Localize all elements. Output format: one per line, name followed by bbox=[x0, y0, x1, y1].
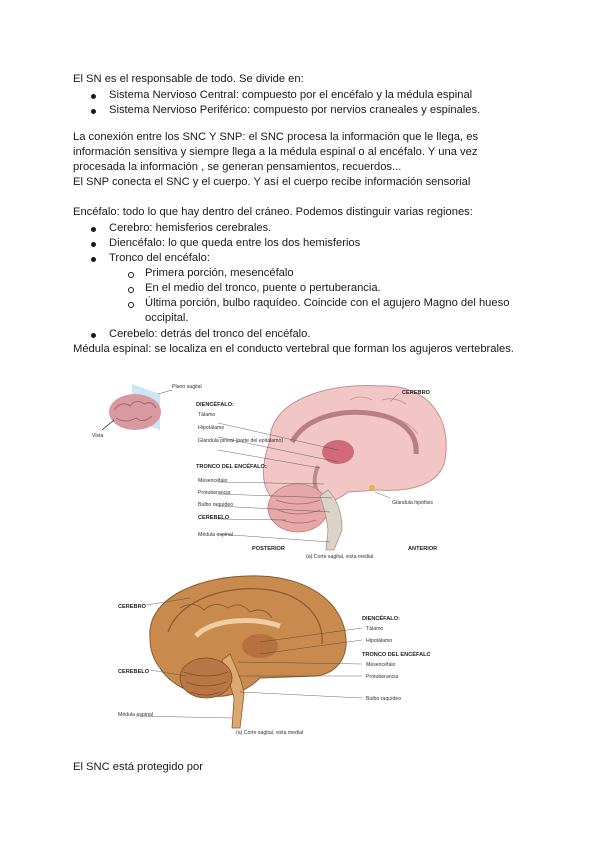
label-diencefalo: DIENCÉFALO: bbox=[196, 400, 234, 408]
figure2-caption: (a) Corte sagital, vista medial bbox=[236, 730, 303, 736]
figure1-caption: (a) Corte sagital, vista medial bbox=[306, 554, 373, 560]
label-mesencefalo: Mesencéfalo bbox=[198, 478, 228, 484]
connection-line-4: El SNP conecta el SNC y el cuerpo. Y así… bbox=[73, 176, 471, 188]
bullet-dot bbox=[91, 94, 96, 99]
medula-line: Médula espinal: se localiza en el conduc… bbox=[73, 343, 514, 355]
sub-bullet-ring bbox=[128, 302, 134, 308]
bullet-tronco: Tronco del encéfalo: bbox=[109, 252, 210, 264]
label-posterior: POSTERIOR bbox=[252, 546, 285, 552]
label-anterior: ANTERIOR bbox=[408, 546, 437, 552]
label-protuberancia-2: Protuberancia bbox=[366, 674, 398, 680]
label-medula-espinal: Médula espinal bbox=[198, 532, 233, 538]
label-tronco-encefalo-2: TRONCO DEL ENCÉFALO: bbox=[362, 650, 430, 658]
sub-bullet-bulbo: Última porción, bulbo raquídeo. Coincide… bbox=[145, 297, 510, 309]
label-protuberancia: Protuberancia bbox=[198, 490, 230, 496]
bullet-dot bbox=[91, 227, 96, 232]
sub-bullet-puente: En el medio del tronco, puente o pertube… bbox=[145, 282, 381, 294]
inset-brain-icon bbox=[101, 384, 173, 431]
label-tronco-encefalo: TRONCO DEL ENCÉFALO: bbox=[196, 462, 267, 470]
bullet-dot bbox=[91, 257, 96, 262]
label-cerebelo-2: CEREBELO bbox=[118, 669, 150, 675]
brain-figure-sagittal-2: CEREBRO CEREBELO Médula espinal DIENCÉFA… bbox=[118, 575, 430, 736]
bullet-dot bbox=[91, 109, 96, 114]
bullet-snc: Sistema Nervioso Central: compuesto por … bbox=[109, 89, 473, 101]
label-medula-espinal-2: Médula espinal bbox=[118, 712, 153, 718]
sagittal-brain-photo-drawing bbox=[149, 575, 347, 729]
label-diencefalo-2: DIENCÉFALO: bbox=[362, 614, 400, 622]
bullet-dot bbox=[91, 333, 96, 338]
bullet-snp: Sistema Nervioso Periférico: compuesto p… bbox=[109, 104, 481, 116]
sub-bullet-mesencefalo: Primera porción, mesencéfalo bbox=[145, 267, 294, 279]
bullet-cerebelo: Cerebelo: detrás del tronco del encéfalo… bbox=[109, 328, 311, 340]
closing-line: El SNC está protegido por bbox=[73, 761, 203, 773]
intro-line: El SN es el responsable de todo. Se divi… bbox=[73, 73, 304, 85]
label-talamo-2: Tálamo bbox=[366, 626, 383, 632]
label-hipotalamo: Hipotálamo bbox=[198, 425, 224, 431]
label-bulbo-raquideo: Bulbo raquídeo bbox=[198, 502, 233, 508]
bullet-dot bbox=[91, 242, 96, 247]
sub-bullet-ring bbox=[128, 287, 134, 293]
leader-lines-2 bbox=[135, 597, 363, 719]
label-cerebelo: CEREBELO bbox=[198, 515, 230, 521]
sub-bullet-bulbo-cont: occipital. bbox=[145, 312, 189, 324]
brain-figure-sagittal-1: Plano sagital Vista DIENCÉ bbox=[92, 384, 447, 560]
connection-line-2: información sensitiva y siempre llega a … bbox=[73, 146, 478, 158]
connection-line-3: procesada la información , se generan pe… bbox=[73, 161, 402, 173]
bullet-cerebro: Cerebro: hemisferios cerebrales. bbox=[109, 222, 272, 234]
encefalo-line: Encéfalo: todo lo que hay dentro del crá… bbox=[73, 206, 473, 218]
label-glandula-pineal: Glándula pineal (parte del epitálamo) bbox=[198, 438, 283, 444]
label-talamo: Tálamo bbox=[198, 412, 215, 418]
label-mesencefalo-2: Mesencéfalo bbox=[366, 662, 396, 668]
leader-lines bbox=[217, 393, 399, 543]
label-plano-sagital: Plano sagital bbox=[172, 384, 202, 390]
label-cerebro-2: CEREBRO bbox=[118, 604, 147, 610]
label-bulbo-raquideo-2: Bulbo raquídeo bbox=[366, 696, 401, 702]
label-cerebro: CEREBRO bbox=[402, 390, 431, 396]
label-glandula-hipofisis: Glándula hipófisis bbox=[392, 500, 433, 506]
sagittal-brain-drawing bbox=[263, 384, 447, 551]
label-hipotalamo-2: Hipotálamo bbox=[366, 638, 392, 644]
bullet-diencefalo: Diencéfalo: lo que queda entre los dos h… bbox=[109, 237, 361, 249]
label-vista: Vista bbox=[92, 433, 104, 439]
sub-bullet-ring bbox=[128, 272, 134, 278]
connection-line-1: La conexión entre los SNC Y SNP: el SNC … bbox=[73, 131, 479, 143]
